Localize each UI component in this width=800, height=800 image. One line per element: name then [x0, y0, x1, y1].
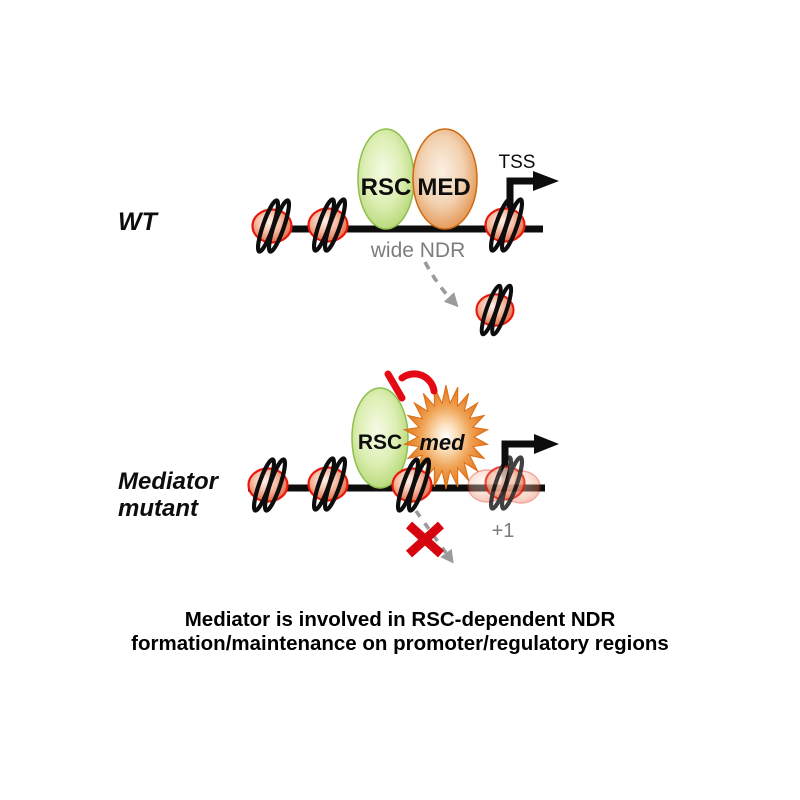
wide-ndr-label: wide NDR [370, 239, 466, 262]
blocked-eviction-arrow [414, 509, 454, 564]
wt-panel: WT RSC MED TSS wide NDR [118, 128, 559, 338]
tss-arrowhead-icon [533, 171, 559, 191]
nucleosome-plus-one [486, 198, 526, 252]
fuzzy-plus-one-nucleosome [467, 456, 541, 510]
tss-arrowhead-icon [534, 434, 559, 454]
plus-one-label: +1 [492, 520, 515, 542]
eviction-arrowhead-icon [440, 548, 454, 564]
caption-line1: Mediator is involved in RSC-dependent ND… [185, 608, 616, 631]
nucleosome [309, 198, 349, 252]
inhibition-arrow [384, 370, 438, 402]
med-mutant-label: med [419, 430, 465, 455]
caption-line2: formation/maintenance on promoter/regula… [131, 632, 669, 655]
red-cross-icon [405, 521, 445, 558]
rsc-complex-oval [351, 387, 409, 489]
nucleosome [249, 458, 289, 512]
inhibition-bar-icon [384, 370, 406, 402]
tss-label: TSS [499, 152, 536, 173]
med-label: MED [417, 174, 470, 201]
mediator-mutant-panel: Mediator mutant RSC med [118, 370, 559, 564]
evicted-nucleosome [474, 282, 517, 338]
eviction-arrowhead-icon [443, 292, 459, 308]
nucleosome [309, 457, 349, 511]
mutant-panel-label-line1: Mediator [118, 468, 220, 495]
mutant-panel-label-line2: mutant [118, 495, 199, 522]
nucleosome [253, 199, 293, 253]
rsc-label: RSC [358, 431, 402, 454]
mediator-complex-oval [412, 128, 478, 230]
eviction-arrow [423, 261, 459, 308]
figure-caption: Mediator is involved in RSC-dependent ND… [131, 608, 669, 655]
wt-panel-label: WT [118, 208, 160, 236]
rsc-label: RSC [361, 174, 412, 201]
